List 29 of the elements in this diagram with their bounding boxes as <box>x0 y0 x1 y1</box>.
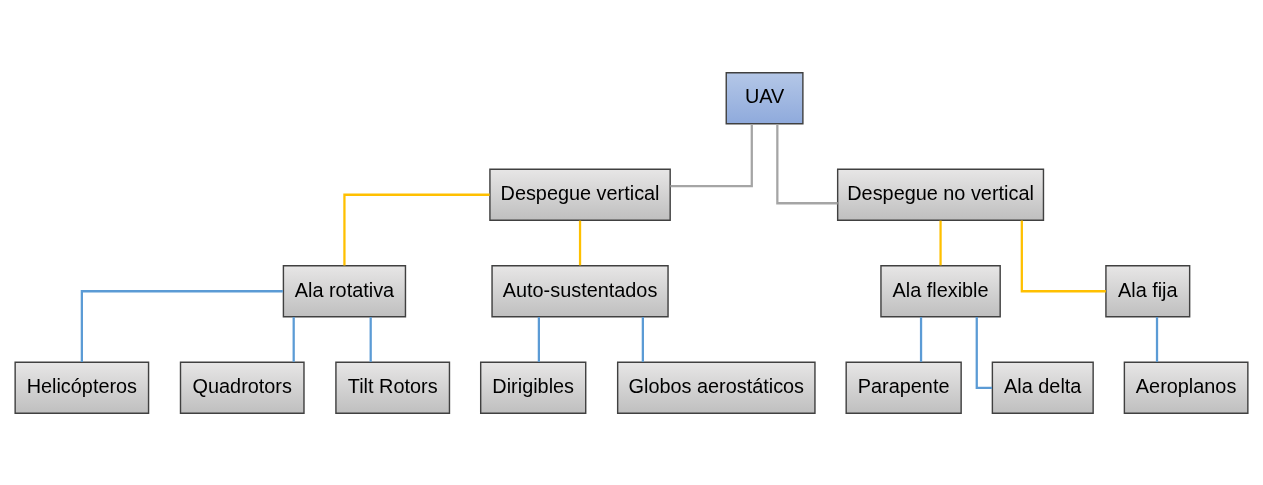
connector <box>292 316 295 362</box>
node-box: Aeroplanos <box>1123 361 1249 414</box>
node-box: Despegue vertical <box>489 168 671 221</box>
node-box: Helicópteros <box>14 361 150 414</box>
node-box: Globos aerostáticos <box>616 361 816 414</box>
node-box: Despegue no vertical <box>836 168 1045 221</box>
node-box: Tilt Rotors <box>335 361 451 414</box>
connector <box>537 316 541 362</box>
node-box: Ala delta <box>991 361 1094 414</box>
node-box: Quadrotors <box>179 361 305 414</box>
node-box: Ala flexible <box>880 264 1001 317</box>
node-box: UAV <box>725 71 804 124</box>
connector <box>343 193 490 265</box>
node-box: Parapente <box>845 361 962 414</box>
connector <box>939 220 942 265</box>
connector <box>641 316 644 362</box>
connector <box>975 316 993 389</box>
connector <box>80 289 283 362</box>
node-box: Ala rotativa <box>282 264 407 317</box>
node-box: Dirigibles <box>480 361 587 414</box>
connector <box>919 316 923 362</box>
node-box: Ala fija <box>1105 264 1191 317</box>
connector <box>776 123 838 204</box>
connector <box>1020 220 1106 292</box>
connector <box>578 220 582 265</box>
connector <box>670 123 753 187</box>
connector <box>1155 316 1159 362</box>
node-box: Auto-sustentados <box>491 264 669 317</box>
connector <box>369 316 372 362</box>
